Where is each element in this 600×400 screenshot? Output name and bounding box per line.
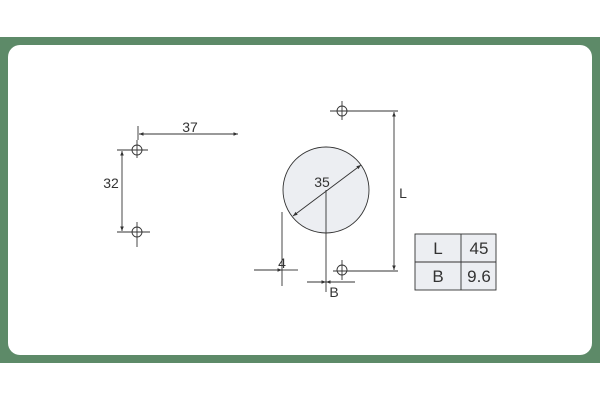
dim-B-label: B — [329, 284, 338, 300]
dim-32-label: 32 — [103, 175, 119, 191]
table-key-B: B — [432, 267, 443, 286]
table-key-L: L — [433, 239, 442, 258]
dim-35-line — [292, 164, 362, 217]
dim-4-label: 4 — [278, 255, 286, 271]
dim-37-label: 37 — [182, 119, 198, 135]
mounting-hole-bottom-left — [117, 222, 150, 247]
table-value-L: 45 — [470, 239, 489, 258]
dimension-table — [414, 233, 497, 291]
mounting-hole-top-right — [330, 101, 398, 120]
dim-35-label: 35 — [314, 174, 330, 190]
mounting-hole-bottom-right — [333, 260, 398, 280]
table-value-B: 9.6 — [467, 267, 491, 286]
mounting-hole-top-left — [117, 140, 148, 158]
dim-L-label: L — [399, 185, 407, 201]
